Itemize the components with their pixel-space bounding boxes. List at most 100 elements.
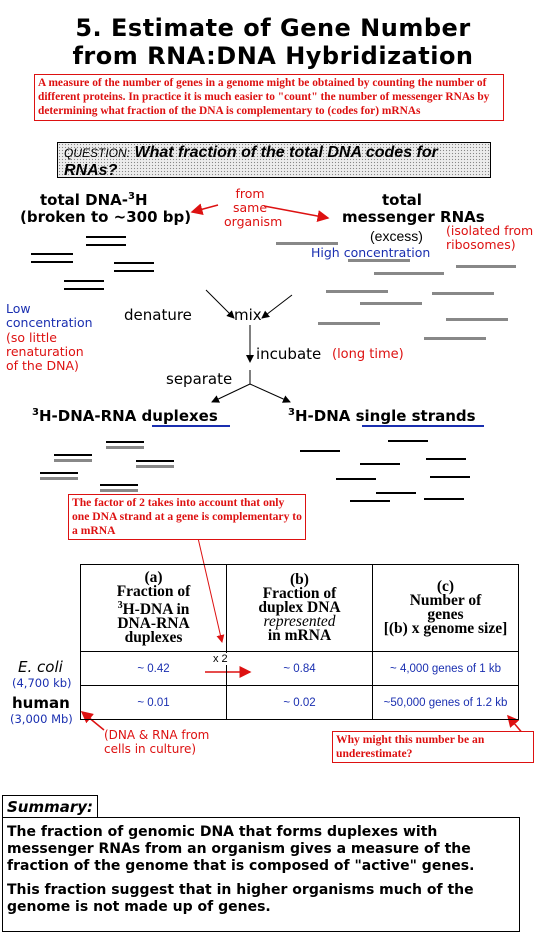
arrow-to-dna bbox=[190, 203, 219, 216]
x2-label: x 2 bbox=[212, 653, 229, 665]
duplex-rna bbox=[40, 477, 78, 480]
human-col-a: ~ 0.01 bbox=[80, 685, 227, 720]
single-strand bbox=[388, 440, 428, 442]
incubate-label: incubate bbox=[256, 345, 322, 363]
col-c-line1: Number of bbox=[409, 592, 482, 609]
summary-paragraph-2: This fraction suggest that in higher org… bbox=[7, 882, 474, 915]
culture-line1: (DNA & RNA from bbox=[104, 728, 210, 742]
organism-text: organism bbox=[224, 214, 283, 229]
single-strand bbox=[360, 463, 400, 465]
single-strands-label: 3H-DNA single strands bbox=[288, 404, 476, 425]
ecoli-label: E. coli bbox=[18, 658, 63, 676]
single-strand bbox=[424, 498, 464, 500]
col-b-letter: (b) bbox=[290, 571, 309, 588]
denature-label: denature bbox=[124, 306, 192, 324]
rna-strand bbox=[318, 322, 380, 325]
culture-line2: cells in culture) bbox=[104, 742, 197, 756]
col-a-line2: 3H-DNA in bbox=[81, 599, 226, 617]
col-a-line1: Fraction of bbox=[116, 582, 191, 600]
ecoli-size: (4,700 kb) bbox=[12, 676, 72, 690]
broken-label: (broken to ~300 bp) bbox=[20, 208, 192, 226]
duplex-prefix: H-DNA-RNA bbox=[38, 407, 142, 425]
arrow-mix bbox=[261, 294, 293, 319]
col-b-line1: Fraction of bbox=[262, 585, 337, 602]
isolated-line1: (isolated from bbox=[446, 223, 534, 238]
col-b-line3: represented bbox=[263, 613, 336, 630]
dna-fragment bbox=[86, 236, 126, 238]
table-header-row: (a) Fraction of 3H-DNA in DNA-RNA duplex… bbox=[80, 564, 519, 652]
dna-fragment bbox=[114, 270, 154, 272]
dna-fragment bbox=[64, 280, 104, 282]
from-same-organism: from same organism bbox=[224, 186, 283, 229]
excess-label: (excess) bbox=[370, 228, 423, 244]
from-text: from bbox=[235, 186, 265, 201]
low-concentration-label: Low bbox=[6, 302, 31, 316]
single-strand bbox=[336, 478, 376, 480]
duplex-rna bbox=[106, 446, 144, 449]
messenger-rnas-label: messenger RNAs bbox=[342, 208, 485, 226]
total-label: total bbox=[382, 191, 422, 209]
page-title: 5. Estimate of Gene Number bbox=[75, 14, 471, 42]
total-dna-label: total DNA-3H bbox=[40, 188, 148, 209]
low-concentration-line2: concentration bbox=[6, 315, 93, 330]
low-renaturation-note: (so little renaturation of the DNA) bbox=[6, 331, 84, 373]
header-col-c: (c) Number of genes [(b) x genome size] bbox=[372, 564, 519, 652]
low-line5: of the DNA) bbox=[6, 358, 79, 373]
ss-sup: 3 bbox=[288, 407, 295, 418]
low-line4: renaturation bbox=[6, 344, 84, 359]
rna-strand bbox=[348, 259, 410, 262]
page-subtitle: from RNA:DNA Hybridization bbox=[72, 42, 474, 70]
same-text: same bbox=[232, 200, 268, 215]
arrow-to-rna bbox=[263, 205, 330, 222]
rna-strand bbox=[360, 302, 422, 305]
col-c-letter: (c) bbox=[436, 578, 455, 595]
col-b-line4: in mRNA bbox=[267, 627, 332, 644]
duplex-rna bbox=[54, 459, 92, 462]
question-label: QUESTION: bbox=[64, 146, 131, 160]
ecoli-col-c: ~ 4,000 genes of 1 kb bbox=[372, 651, 519, 686]
intro-box: A measure of the number of genes in a ge… bbox=[34, 74, 504, 121]
duplex-sup: 3 bbox=[32, 407, 39, 418]
single-strand bbox=[350, 500, 390, 502]
total-dna-h: H bbox=[134, 191, 148, 209]
question-box: QUESTION: What fraction of the total DNA… bbox=[57, 142, 491, 179]
header-col-a: (a) Fraction of 3H-DNA in DNA-RNA duplex… bbox=[80, 564, 227, 652]
total-dna-sup: 3 bbox=[127, 191, 135, 202]
dna-fragment bbox=[64, 288, 104, 290]
header-col-b: (b) Fraction of duplex DNA represented i… bbox=[226, 564, 373, 652]
total-dna-text: total DNA- bbox=[40, 191, 128, 209]
human-size: (3,000 Mb) bbox=[10, 712, 73, 726]
culture-note: (DNA & RNA from cells in culture) bbox=[104, 728, 209, 756]
single-strand bbox=[376, 492, 416, 494]
mix-label: mix bbox=[234, 306, 262, 324]
col-a-line4: duplexes bbox=[124, 629, 183, 647]
arrow-denature bbox=[205, 289, 235, 319]
col-a-sup: 3 bbox=[117, 599, 123, 611]
separate-label: separate bbox=[166, 370, 233, 388]
col-a-line3: DNA-RNA bbox=[117, 615, 190, 633]
single-strands-underline bbox=[362, 425, 484, 427]
ecoli-col-a: ~ 0.42 bbox=[80, 651, 227, 686]
col-a-line2-text: H-DNA in bbox=[122, 601, 190, 619]
dna-fragment bbox=[114, 262, 154, 264]
duplex-dna bbox=[40, 472, 78, 474]
table-row: ~ 0.01 ~ 0.02 ~50,000 genes of 1.2 kb bbox=[80, 685, 519, 720]
high-concentration-label: High concentration bbox=[311, 245, 431, 260]
question-text: What fraction of the total DNA codes for… bbox=[64, 144, 438, 179]
duplexes-underline bbox=[152, 425, 230, 427]
dna-fragment bbox=[31, 253, 73, 255]
single-strand bbox=[430, 476, 470, 478]
single-strand bbox=[300, 450, 340, 452]
rna-strand bbox=[276, 242, 338, 245]
duplex-word: duplexes bbox=[141, 407, 218, 425]
arrow-to-single bbox=[249, 383, 291, 403]
col-c-line2: genes bbox=[427, 606, 464, 623]
ecoli-col-b: ~ 0.84 bbox=[226, 651, 373, 686]
table-row: ~ 0.42 ~ 0.84 ~ 4,000 genes of 1 kb bbox=[80, 651, 519, 686]
summary-paragraph-1: The fraction of genomic DNA that forms d… bbox=[7, 824, 475, 874]
low-line1: Low bbox=[6, 301, 31, 316]
ss-prefix: H-DNA bbox=[294, 407, 356, 425]
duplex-dna bbox=[106, 441, 144, 443]
arrow-to-duplexes bbox=[211, 383, 251, 403]
